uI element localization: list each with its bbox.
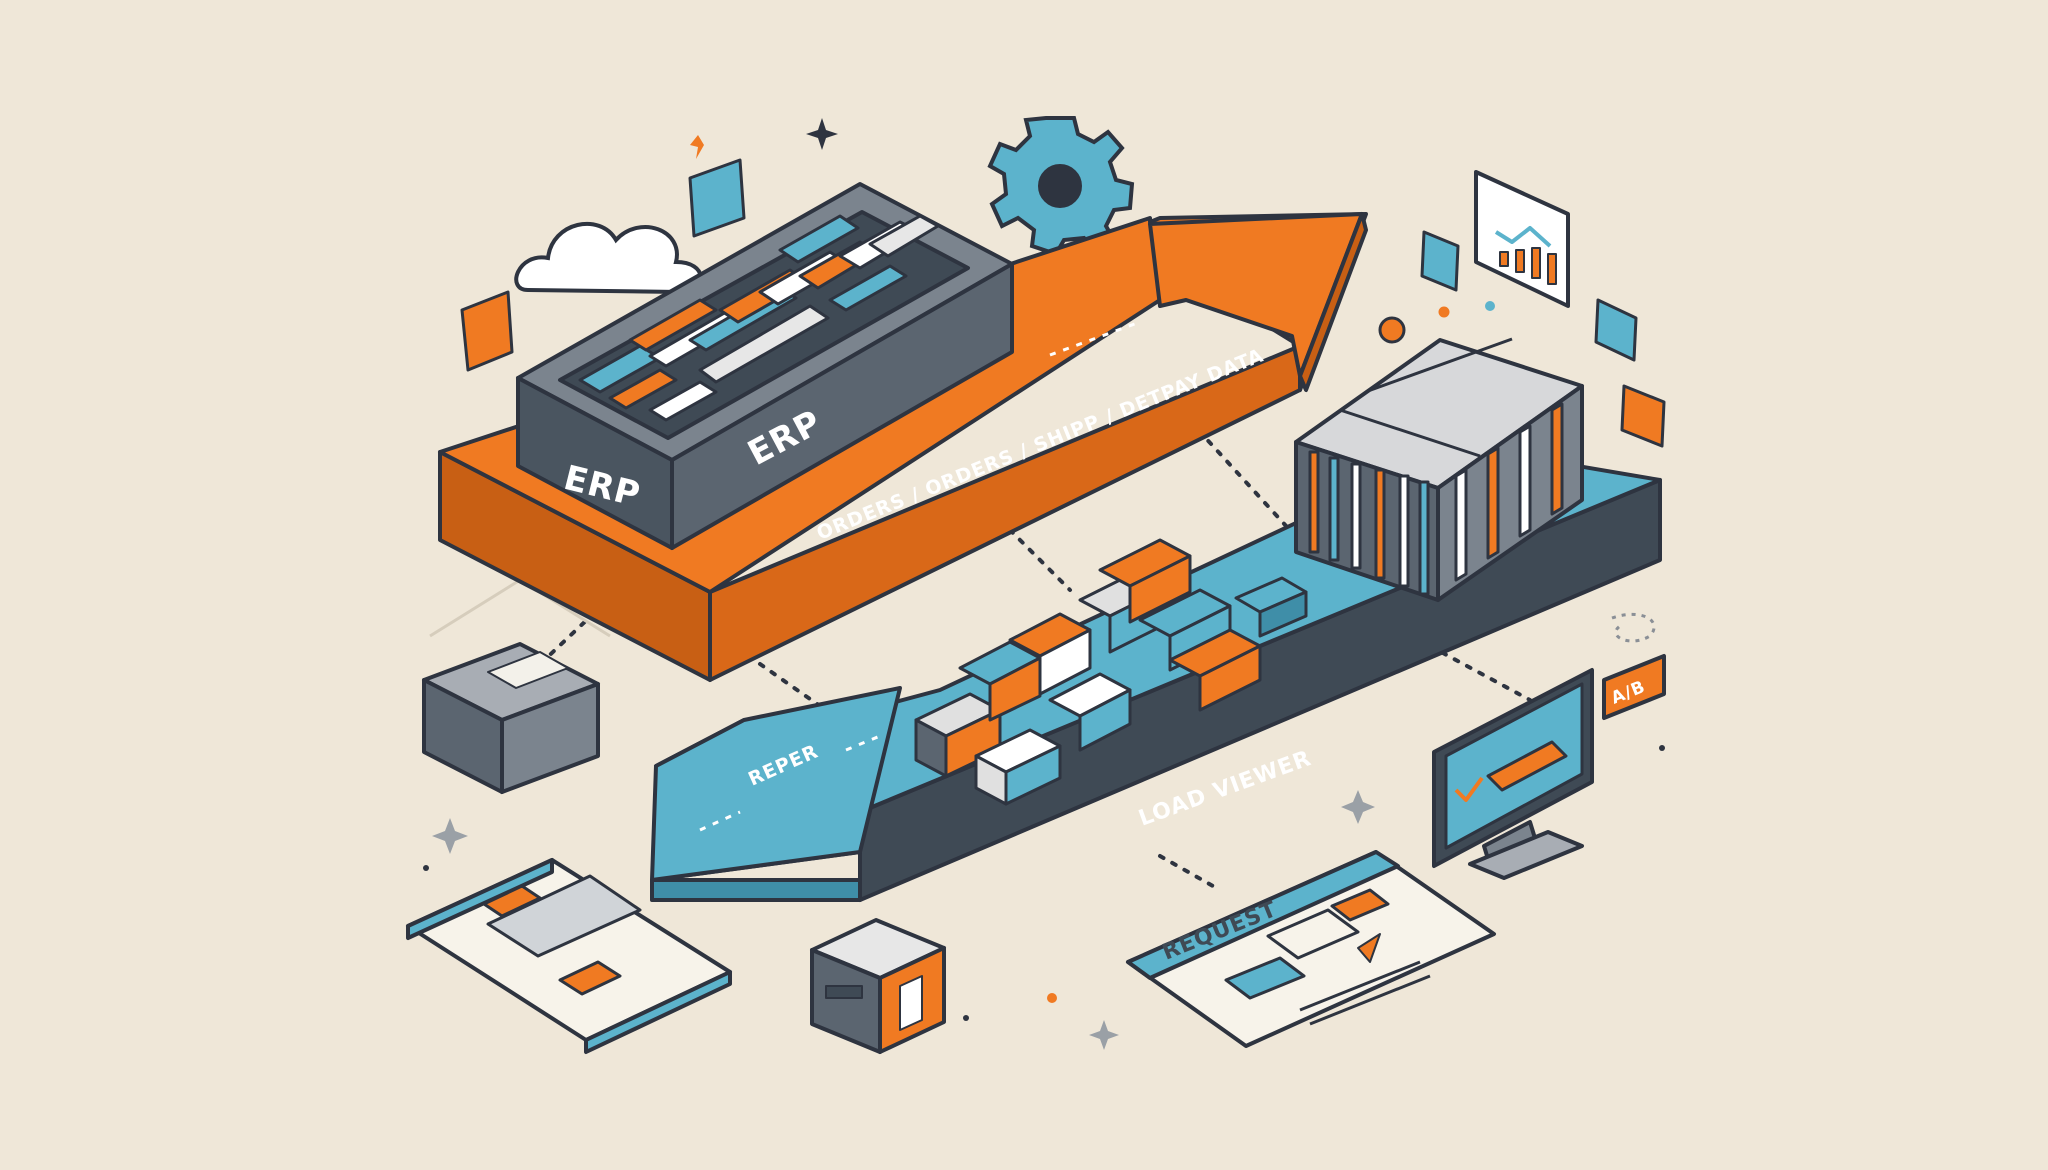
arrow-head-side xyxy=(1298,212,1368,392)
deco-dot xyxy=(1485,301,1495,311)
arrow-shaft-bottom xyxy=(650,878,862,902)
deco-dot xyxy=(963,1015,969,1021)
deco-dot xyxy=(423,865,429,871)
package-box-icon xyxy=(810,918,946,1054)
ab-badge xyxy=(1602,654,1666,720)
monitor-icon xyxy=(1432,668,1594,880)
server-rack xyxy=(1294,337,1584,602)
deco-tile-orange-right xyxy=(1620,384,1666,448)
deco-tile-teal-right xyxy=(1420,230,1460,292)
sparkle-icon xyxy=(432,818,468,854)
deco-tile-orange xyxy=(460,290,514,372)
request-card xyxy=(1126,850,1496,1048)
deco-dot xyxy=(1047,993,1057,1003)
chart-icon xyxy=(1474,170,1570,308)
sparkle-icon xyxy=(1089,1020,1119,1050)
deco-dot xyxy=(1659,745,1665,751)
erp-data-blocks xyxy=(578,214,940,422)
inbound-flow-dashes xyxy=(699,734,881,832)
deco-tile-teal-right2 xyxy=(1594,298,1638,362)
deco-dot-orange xyxy=(1378,316,1406,344)
package-box-icon xyxy=(422,642,600,794)
form-card xyxy=(406,858,732,1054)
outbound-flow-dashes xyxy=(1049,320,1141,357)
sparkle-icon xyxy=(806,118,838,150)
sparkles xyxy=(423,118,1665,1050)
deco-tile-teal xyxy=(688,158,746,238)
decorations xyxy=(460,158,1666,448)
erp-system-box xyxy=(516,182,1014,550)
cargo-blocks xyxy=(914,538,1308,806)
deco-dot xyxy=(1438,306,1450,318)
arrow-head-inbound xyxy=(650,686,902,882)
gear-icon xyxy=(987,116,1135,257)
cloud-icon xyxy=(514,221,703,295)
sparkle-icon xyxy=(690,135,704,159)
erp-box-side xyxy=(670,262,1014,550)
sparkle-icon xyxy=(1341,790,1375,824)
rack-side xyxy=(1436,384,1584,602)
